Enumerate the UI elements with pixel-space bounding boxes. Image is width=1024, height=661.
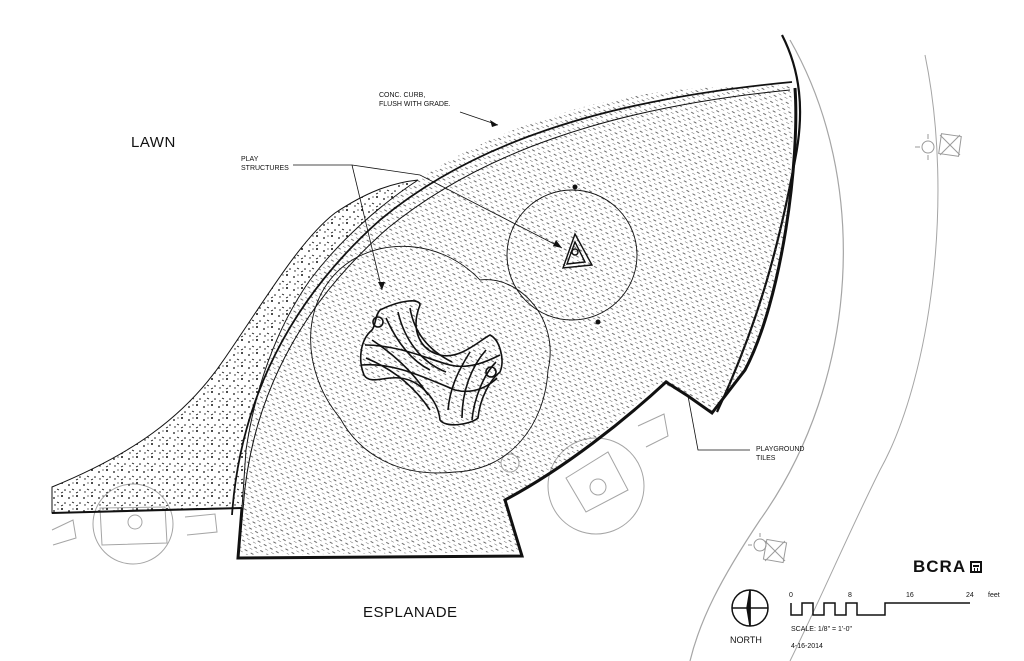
esplanade-label: ESPLANADE: [363, 604, 458, 621]
scale-text: SCALE: 1/8" = 1'-0": [791, 626, 852, 633]
tiles-callout: PLAYGROUND TILES: [756, 445, 805, 463]
scale-bar: [790, 602, 970, 616]
small-play-structure: [561, 184, 601, 325]
play-structures-callout: PLAY STRUCTURES: [241, 155, 289, 173]
play-callout-line2: STRUCTURES: [241, 165, 289, 172]
outer-path-arc: [689, 39, 844, 661]
lawn-label: LAWN: [131, 134, 176, 151]
scale-tick-16: 16: [906, 592, 914, 599]
playground-surface: [240, 85, 793, 555]
large-play-structure: [359, 300, 503, 426]
playground-border: [236, 87, 798, 560]
firm-logo-text: BCRA: [913, 557, 967, 576]
tiles-callout-line1: PLAYGROUND: [756, 446, 805, 453]
tree-symbol-lower: [748, 533, 788, 564]
road-edge: [789, 54, 939, 661]
curb-callout-line1: CONC. CURB,: [379, 92, 426, 99]
date-label: 4-16-2014: [791, 643, 823, 650]
concrete-curb-inner: [242, 89, 791, 511]
firm-logo-mark-icon: [970, 561, 983, 573]
concrete-curb: [231, 81, 793, 516]
tiles-callout-line2: TILES: [756, 455, 776, 462]
tree-symbol: [915, 133, 962, 160]
scale-tick-24: 24: [966, 592, 974, 599]
north-label: NORTH: [730, 635, 762, 645]
play-callout-line1: PLAY: [241, 156, 259, 163]
leader-arrows: [378, 120, 562, 290]
fall-zones: [310, 189, 638, 474]
curb-callout-line2: FLUSH WITH GRADE.: [379, 101, 451, 108]
firm-logo: BCRA: [913, 557, 983, 577]
scale-tick-8: 8: [848, 592, 852, 599]
north-arrow: [731, 589, 769, 627]
left-bed-edge: [51, 507, 243, 514]
scale-tick-0: 0: [789, 592, 793, 599]
scale-unit: feet: [988, 592, 1000, 599]
curb-callout: CONC. CURB, FLUSH WITH GRADE.: [379, 91, 451, 109]
leader-lines: [293, 111, 750, 451]
